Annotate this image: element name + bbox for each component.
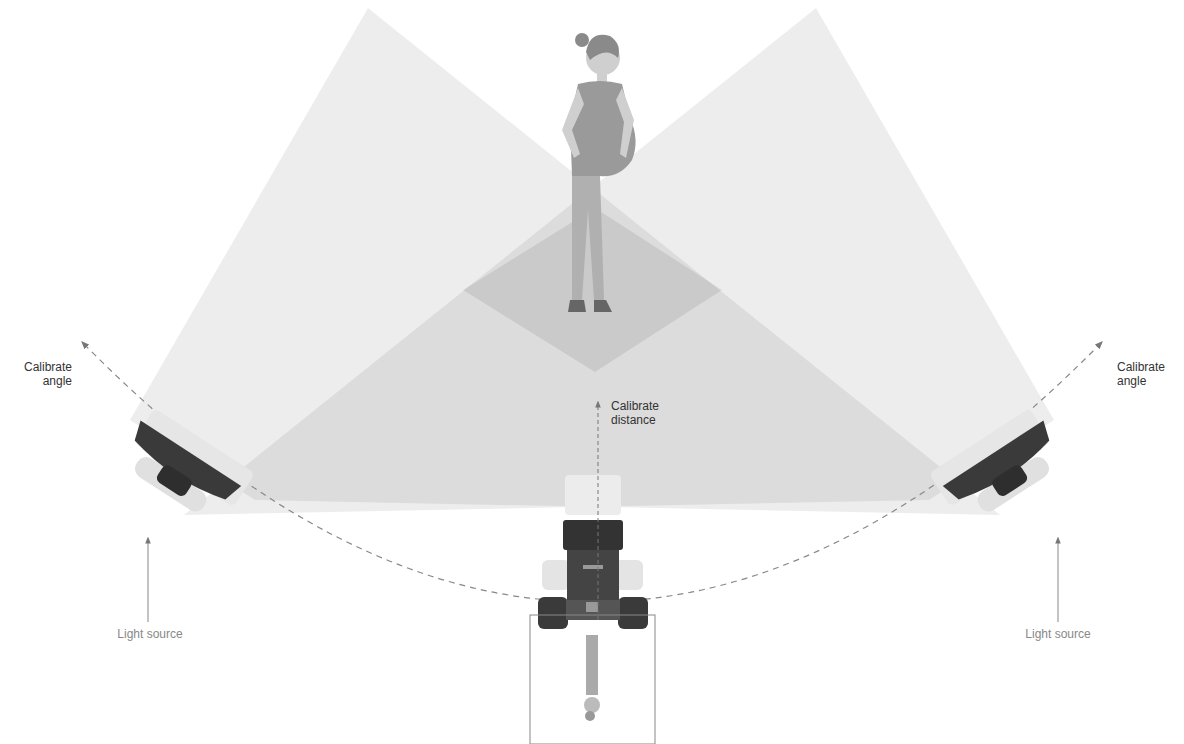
angle-label: Calibrate angle (6, 360, 72, 388)
source-label: Light source (998, 627, 1118, 641)
leader-arrow (1058, 540, 1059, 622)
distance-arrow (598, 404, 599, 620)
angle-label: Calibrate angle (1117, 360, 1179, 388)
distance-label: Calibrate distance (611, 399, 691, 427)
pregnant-woman (562, 33, 636, 312)
source-label: Light source (90, 627, 210, 641)
calibration-arc (84, 344, 1100, 602)
camera (530, 475, 655, 744)
leader-arrow (148, 540, 149, 622)
light-source-lamp (929, 405, 1070, 528)
light-source-lamp (114, 405, 255, 528)
light-cone (184, 8, 1054, 515)
